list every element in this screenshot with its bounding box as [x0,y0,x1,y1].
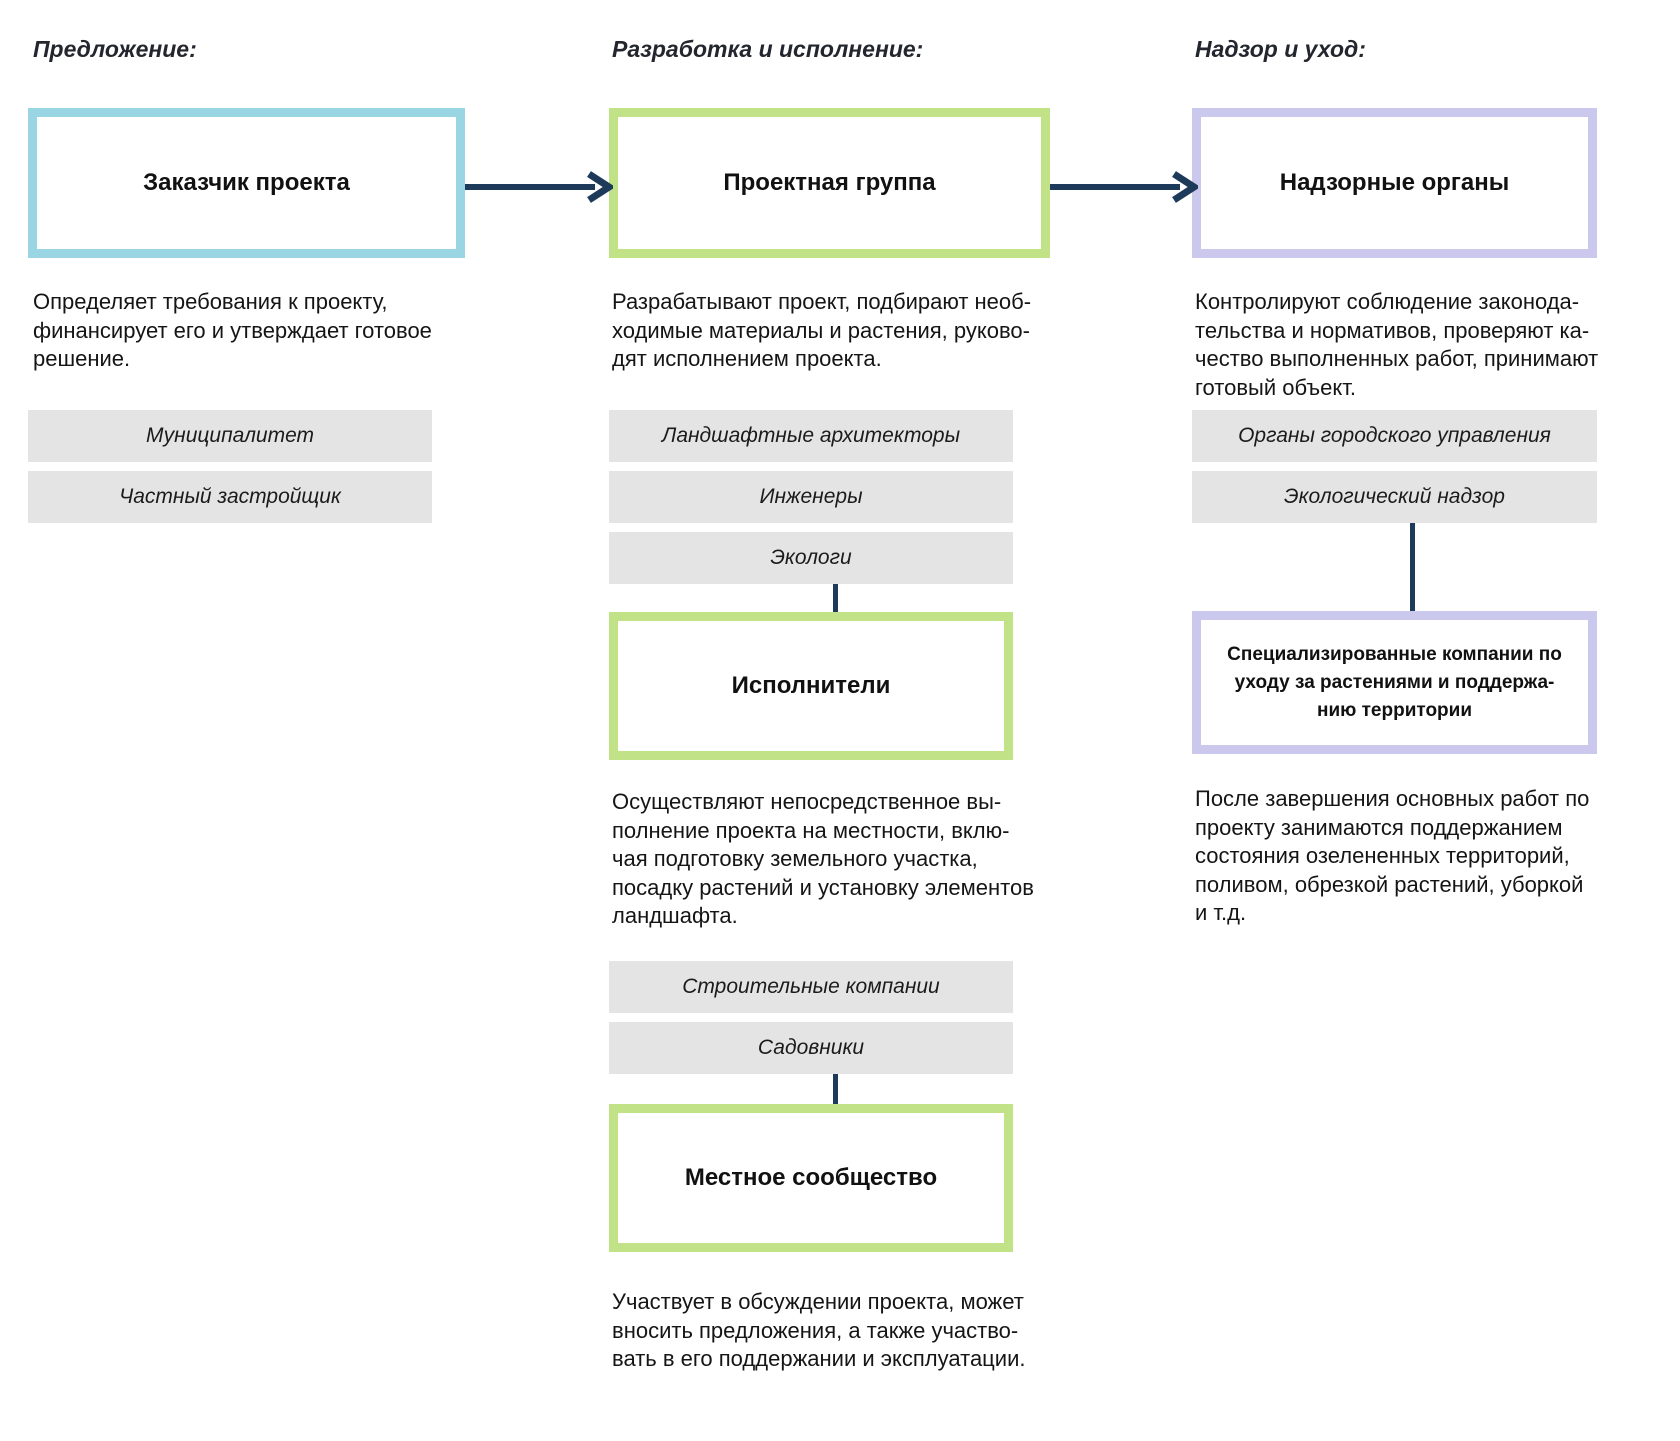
chip-engineers: Инженеры [609,471,1013,523]
box-project-customer-title: Заказчик проекта [143,169,350,196]
connector-line [833,584,838,612]
box-maintenance-companies-title: Специализированные компании по уходу за … [1227,643,1562,721]
arrow-right-icon [465,171,613,203]
connector-line [1410,523,1415,611]
chip-gardeners: Садовники [609,1022,1013,1074]
chip-construction-companies: Строительные компании [609,961,1013,1013]
chip-ecologists: Экологи [609,532,1013,584]
column-header-development: Разработка и исполнение: [612,36,924,62]
chip-landscape-architects: Ландшафтные архитекторы [609,410,1013,462]
box-project-team: Проектная группа [609,108,1050,258]
chip-private-developer: Частный застройщик [28,471,432,523]
chip-city-government: Органы городского управления [1192,410,1597,462]
box-supervisory-authorities: Надзорные органы [1192,108,1597,258]
box-executors: Исполнители [609,612,1013,760]
box-project-team-title: Проектная группа [723,169,936,196]
box-executors-title: Исполнители [731,672,891,699]
desc-project-customer: Определяет требования к проекту, финанси… [33,289,432,371]
box-maintenance-companies: Специализированные компании по уходу за … [1192,611,1597,754]
connector-line [833,1074,838,1104]
arrow-right-icon [1050,171,1198,203]
desc-maintenance-companies: После завершения основных работ по проек… [1195,786,1590,925]
box-supervisory-authorities-title: Надзорные органы [1279,169,1510,196]
desc-project-team: Разрабатывают проект, подбирают необ- хо… [612,289,1032,371]
box-local-community-title: Местное сообщество [684,1164,938,1191]
desc-supervisory-authorities: Контролируют соблюдение законода- тельст… [1195,289,1599,400]
column-header-proposal: Предложение: [33,36,197,62]
desc-local-community: Участвует в обсуждении проекта, может вн… [612,1289,1026,1371]
desc-executors: Осуществляют непосредственное вы- полнен… [612,789,1034,928]
column-header-supervision: Надзор и уход: [1195,36,1366,62]
box-project-customer: Заказчик проекта [28,108,465,258]
chip-municipality: Муниципалитет [28,410,432,462]
box-local-community: Местное сообщество [609,1104,1013,1252]
chip-eco-supervision: Экологический надзор [1192,471,1597,523]
